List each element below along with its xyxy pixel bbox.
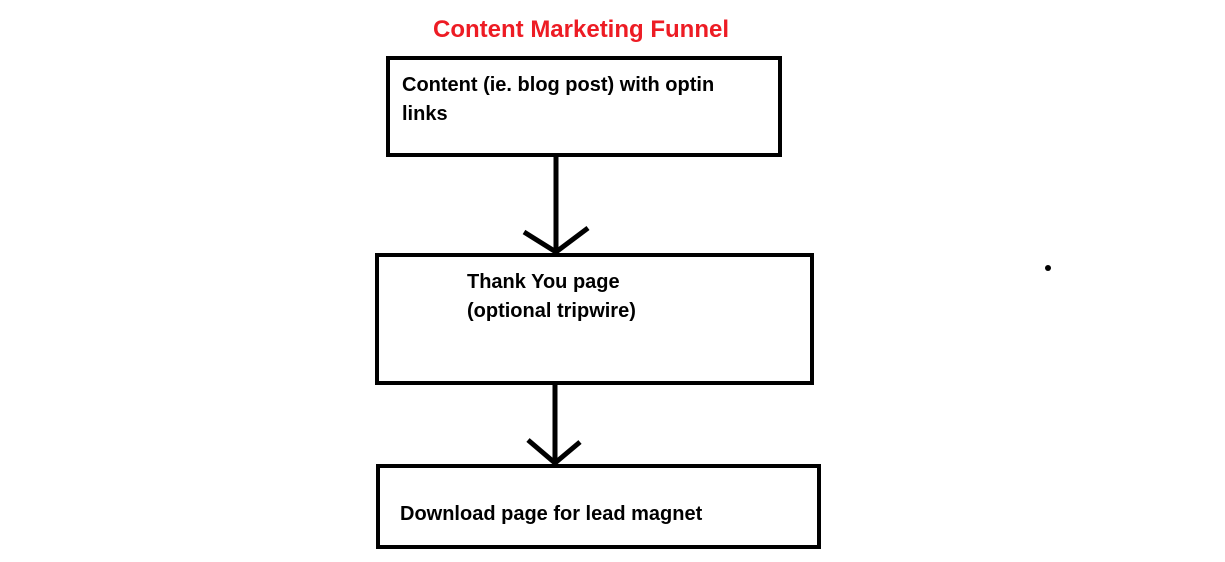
step-box-content (386, 56, 782, 157)
step-box-download (376, 464, 821, 549)
step-content-line1: Content (ie. blog post) with optin (402, 74, 715, 96)
dot-icon (1045, 265, 1051, 271)
step-thank-you-text: Thank You page (optional tripwire) (467, 268, 636, 326)
step-content-text: Content (ie. blog post) with optin links (402, 71, 714, 129)
step-content-line2: links (402, 103, 448, 125)
step-box-thank-you (375, 253, 814, 385)
step-thank-you-line2: (optional tripwire) (467, 300, 636, 322)
diagram-title: Content Marketing Funnel (433, 16, 729, 43)
step-thank-you-line1: Thank You page (467, 271, 620, 293)
arrow-down-icon (522, 156, 590, 256)
arrow-down-icon (526, 384, 582, 467)
step-download-text: Download page for lead magnet (400, 503, 703, 525)
